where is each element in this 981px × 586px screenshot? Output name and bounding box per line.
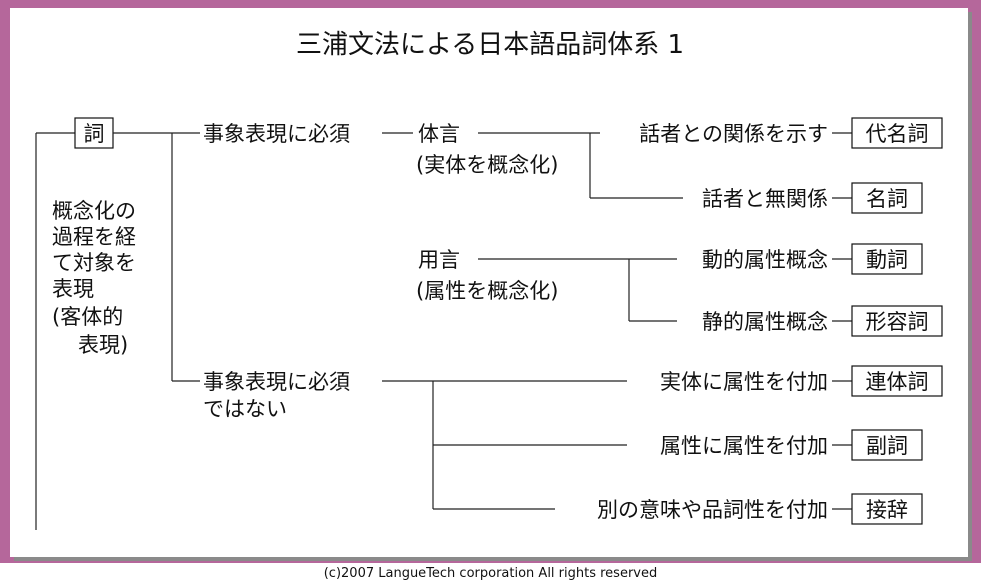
branch2-label-line-2: ではない <box>203 397 287 421</box>
branch2-label-line-1: 事象表現に必須 <box>203 370 350 394</box>
root-desc-line-2: 過程を経 <box>52 225 136 249</box>
pos-box-adjective <box>851 305 943 337</box>
branch1-label: 事象表現に必須 <box>203 122 350 146</box>
yougen-sub-label: (属性を概念化) <box>416 279 558 303</box>
mid-label-speaker-unrelated: 話者と無関係 <box>702 187 828 211</box>
pos-label-noun: 名詞 <box>866 187 908 211</box>
pos-label-adnominal: 連体詞 <box>866 370 929 394</box>
pos-label-adjective: 形容詞 <box>866 310 929 334</box>
root-desc-line-5: (客体的 <box>52 305 123 329</box>
root-box <box>74 117 114 149</box>
mid-label-static-attribute: 静的属性概念 <box>702 310 828 334</box>
pos-label-affix: 接辞 <box>866 498 908 522</box>
mid-label-attr-to-entity: 実体に属性を付加 <box>660 370 828 394</box>
yougen-label: 用言 <box>418 248 460 272</box>
mid-label-speaker-relation: 話者との関係を示す <box>639 122 828 146</box>
pos-box-affix <box>851 493 923 525</box>
pos-box-noun <box>851 182 923 214</box>
pos-label-adverb: 副詞 <box>866 434 908 458</box>
diagram-title: 三浦文法による日本語品詞体系 1 <box>296 30 684 60</box>
root-desc-line-3: て対象を <box>52 251 136 275</box>
taigen-sub-label: (実体を概念化) <box>416 153 558 177</box>
taigen-label: 体言 <box>418 122 460 146</box>
pos-box-verb <box>851 243 923 275</box>
pos-label-verb: 動詞 <box>866 248 908 272</box>
root-desc-line-6: 表現) <box>78 333 128 357</box>
mid-label-other-meaning: 別の意味や品詞性を付加 <box>597 498 828 522</box>
pos-box-pronoun <box>851 117 943 149</box>
diagram-panel <box>10 8 968 557</box>
copyright-notice: (c)2007 LangueTech corporation All right… <box>323 566 658 581</box>
root-label: 詞 <box>84 122 105 146</box>
root-desc-line-1: 概念化の <box>52 199 136 223</box>
pos-label-pronoun: 代名詞 <box>866 122 929 146</box>
pos-box-adnominal <box>851 365 943 397</box>
mid-label-attr-to-attr: 属性に属性を付加 <box>660 434 828 458</box>
mid-label-dynamic-attribute: 動的属性概念 <box>702 248 828 272</box>
pos-box-adverb <box>851 429 923 461</box>
pos-tree-diagram: 三浦文法による日本語品詞体系 1 詞 概念化の 過程を経 て対象を 表現 (客体… <box>35 30 943 530</box>
root-desc-line-4: 表現 <box>52 277 94 301</box>
